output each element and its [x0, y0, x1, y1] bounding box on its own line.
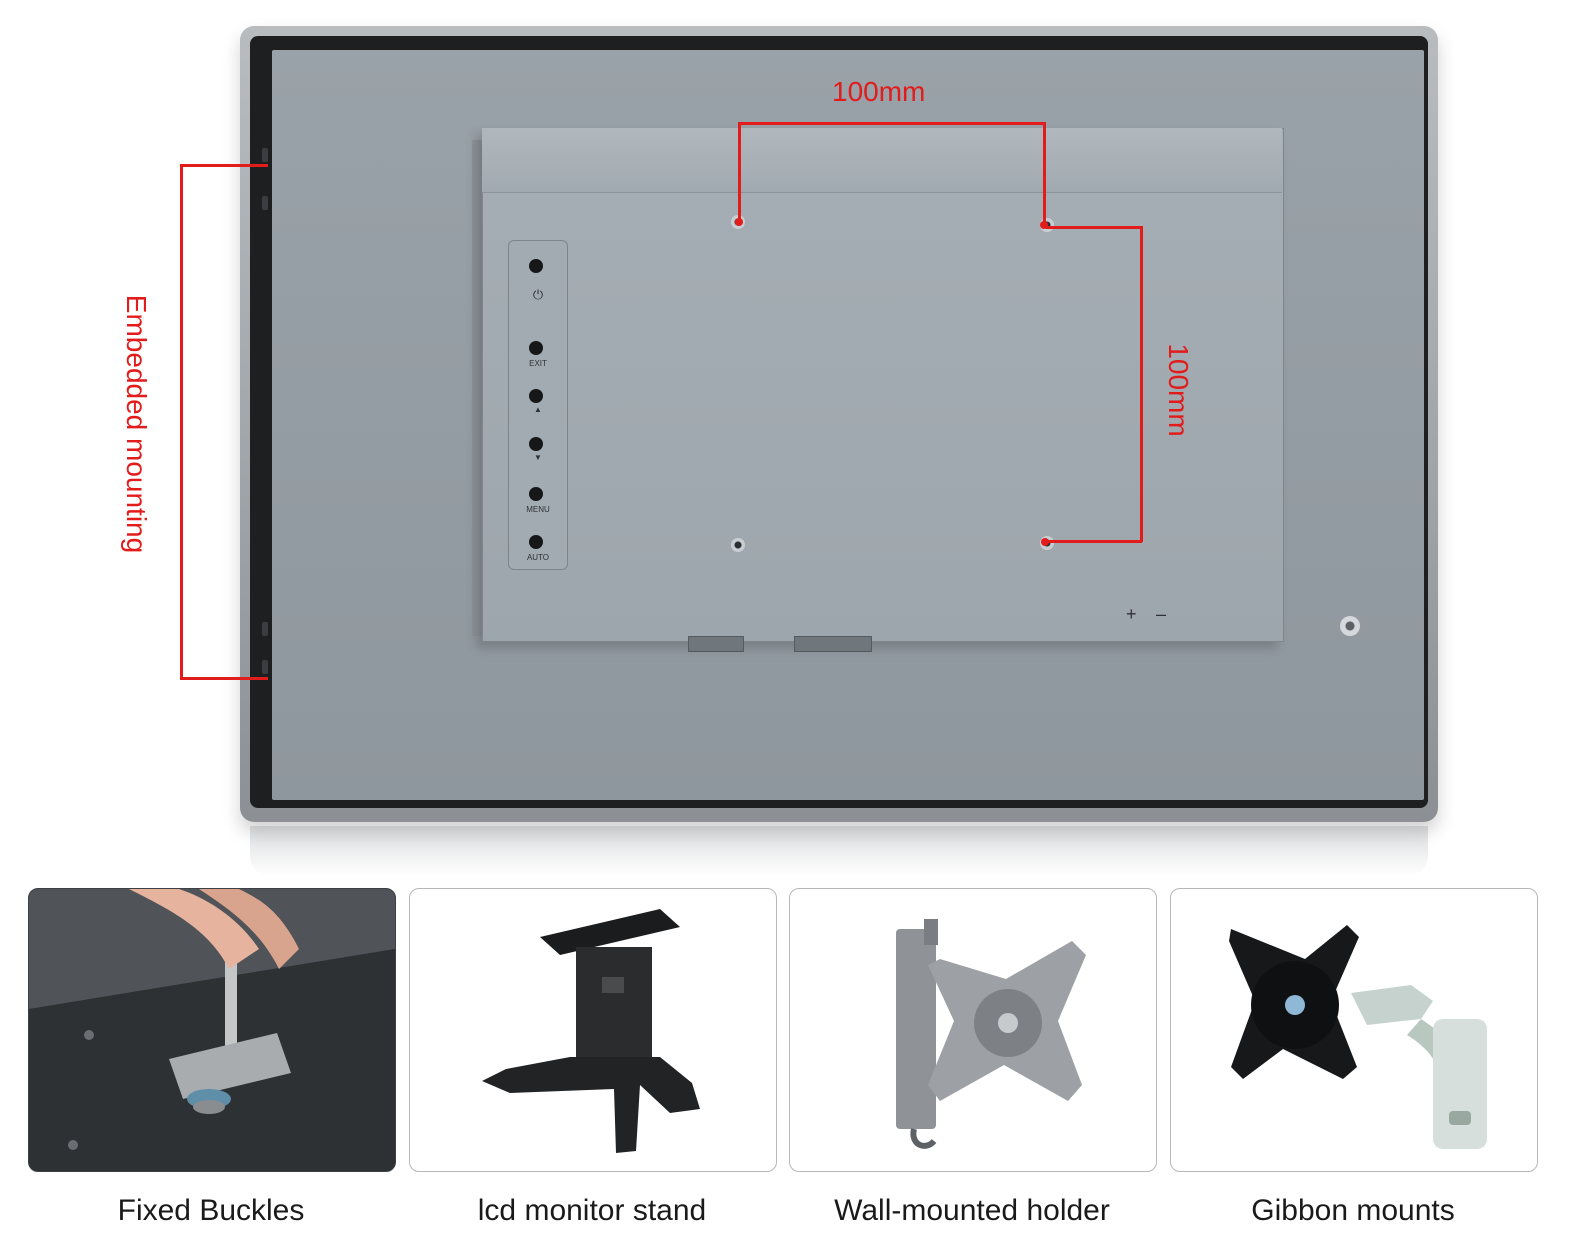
dimension-line-top-left — [738, 122, 741, 222]
floor-reflection — [250, 826, 1428, 876]
dimension-dot — [1040, 221, 1048, 229]
mount-slot — [262, 148, 268, 162]
dimension-line-top — [738, 122, 1046, 125]
wall-holder-photo — [896, 919, 1086, 1149]
dvi-port — [794, 636, 872, 652]
dimension-line-right — [1140, 226, 1143, 542]
driver-box-lip — [482, 128, 1282, 193]
mount-slot — [262, 622, 268, 636]
embed-line-top — [180, 164, 268, 167]
power-button — [529, 259, 543, 273]
up-button — [529, 389, 543, 403]
mount-slot — [262, 196, 268, 210]
caption-fixed-buckles: Fixed Buckles — [117, 1194, 305, 1227]
plus-terminal: + — [1126, 604, 1137, 624]
dimension-line-right-bottom — [1046, 540, 1142, 543]
gibbon-mount-photo — [1229, 925, 1487, 1149]
exit-button — [529, 341, 543, 355]
ground-screw — [1340, 616, 1360, 636]
vesa-hole — [731, 538, 745, 552]
down-arrow-icon: ▼ — [534, 453, 542, 462]
auto-label: AUTO — [526, 553, 550, 562]
osd-control-panel: ⏻ EXIT ▲ ▼ MENU AUTO — [508, 240, 568, 570]
down-button — [529, 437, 543, 451]
monitor-stand-image — [409, 888, 777, 1172]
dimension-dot — [735, 218, 743, 226]
gibbon-mounts-image — [1170, 888, 1538, 1172]
wall-holder-image — [789, 888, 1157, 1172]
embedded-mounting-label: Embedded mounting — [121, 294, 152, 554]
menu-button — [529, 487, 543, 501]
embed-line-left — [180, 164, 183, 680]
exit-label: EXIT — [529, 359, 547, 368]
caption-gibbon-mounts: Gibbon mounts — [1251, 1194, 1455, 1227]
auto-button — [529, 535, 543, 549]
right-dimension-label: 100mm — [1163, 343, 1194, 437]
menu-label: MENU — [526, 505, 550, 514]
mount-slot — [262, 660, 268, 674]
power-icon: ⏻ — [532, 287, 544, 302]
top-dimension-label: 100mm — [832, 76, 926, 107]
embed-line-bottom — [180, 677, 268, 680]
dimension-line-right-top — [1046, 226, 1142, 229]
up-arrow-icon: ▲ — [534, 405, 542, 414]
caption-wall-holder: Wall-mounted holder — [834, 1194, 1110, 1227]
vga-port — [688, 636, 744, 652]
driver-box-side — [472, 140, 484, 636]
minus-terminal: – — [1156, 604, 1167, 624]
dimension-dot — [1041, 538, 1049, 546]
fixed-buckle-photo — [29, 889, 395, 1171]
dimension-line-top-right — [1043, 122, 1046, 224]
driver-box — [482, 128, 1284, 642]
caption-monitor-stand: lcd monitor stand — [477, 1194, 707, 1227]
monitor-stand-photo — [482, 909, 700, 1153]
fixed-buckles-image — [28, 888, 396, 1172]
